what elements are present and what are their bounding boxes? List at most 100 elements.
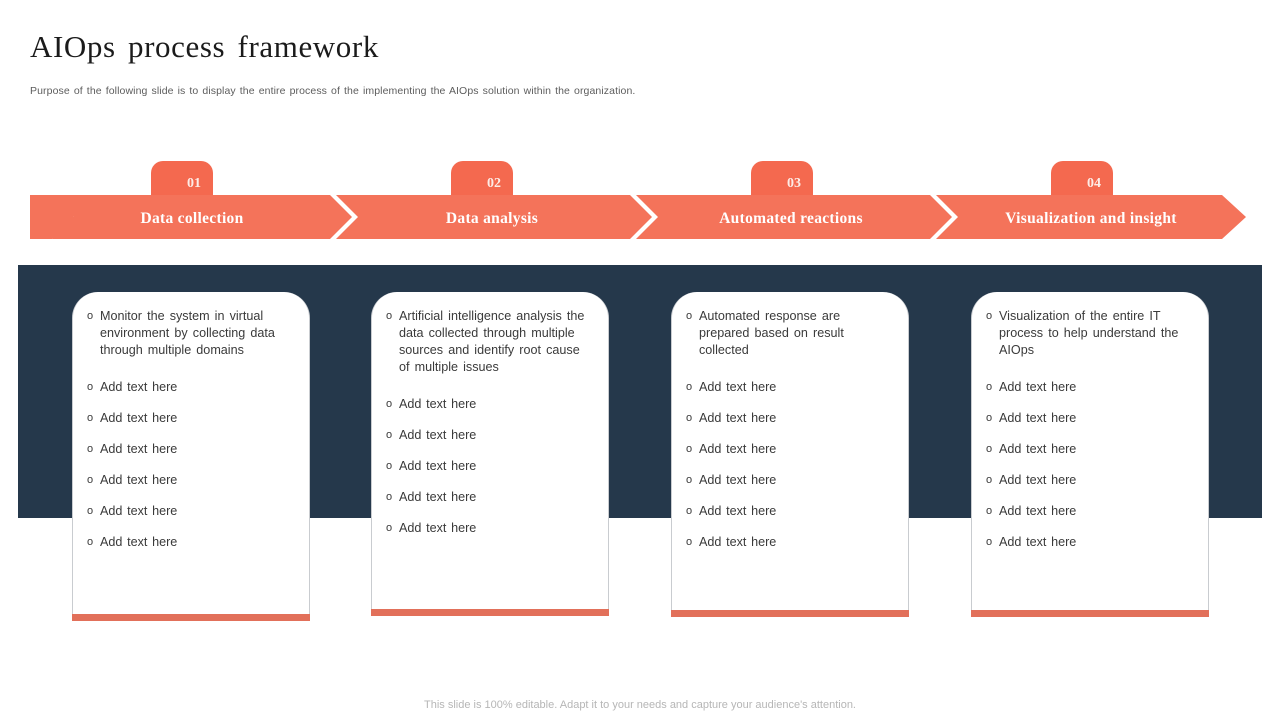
bullet-item: o Add text here xyxy=(87,441,295,458)
bullet-circle-icon: o xyxy=(386,491,393,503)
bullet-item: o Add text here xyxy=(686,441,894,458)
step-number-04: 04 xyxy=(1087,176,1101,191)
bullet-circle-icon: o xyxy=(686,443,693,455)
bullet-item: o Add text here xyxy=(386,489,594,506)
card-data-collection: o Monitor the system in virtual environme… xyxy=(72,292,310,621)
bullet-label: Artificial intelligence analysis the dat… xyxy=(399,309,585,374)
bullet-label: Add text here xyxy=(699,504,777,518)
bullet-circle-icon: o xyxy=(87,412,94,424)
bullet-circle-icon: o xyxy=(87,381,94,393)
bullet-item: o Add text here xyxy=(686,534,894,551)
card-content: o Automated response are prepared based o… xyxy=(672,292,908,551)
card-visualization-insight: o Visualization of the entire IT process … xyxy=(971,292,1209,617)
bullet-item: o Add text here xyxy=(87,410,295,427)
process-arrow-4 xyxy=(936,195,1246,239)
bullet-circle-icon: o xyxy=(386,522,393,534)
bullet-circle-icon: o xyxy=(686,474,693,486)
bullet-circle-icon: o xyxy=(386,429,393,441)
bullet-label: Add text here xyxy=(399,428,477,442)
bullet-item: o Add text here xyxy=(87,534,295,551)
bullet-label: Visualization of the entire IT process t… xyxy=(999,309,1179,357)
bullet-item: o Add text here xyxy=(986,534,1194,551)
card-data-analysis: o Artificial intelligence analysis the da… xyxy=(371,292,609,616)
bullet-circle-icon: o xyxy=(87,443,94,455)
bullet-label: Add text here xyxy=(100,473,178,487)
process-arrow-3 xyxy=(636,195,952,239)
bullet-circle-icon: o xyxy=(87,310,94,322)
bullet-circle-icon: o xyxy=(87,536,94,548)
bullet-label: Add text here xyxy=(100,380,178,394)
bullet-label: Add text here xyxy=(699,442,777,456)
step-tab-04 xyxy=(1051,161,1113,203)
bullet-circle-icon: o xyxy=(386,398,393,410)
bullet-item: o Add text here xyxy=(386,427,594,444)
bullet-item: o Add text here xyxy=(986,503,1194,520)
bullet-label: Add text here xyxy=(399,490,477,504)
bullet-item: o Add text here xyxy=(87,472,295,489)
step-tab-02 xyxy=(451,161,513,203)
bullet-circle-icon: o xyxy=(986,310,993,322)
bullet-circle-icon: o xyxy=(87,474,94,486)
process-arrow-2 xyxy=(336,195,652,239)
bullet-item: o Add text here xyxy=(386,396,594,413)
bullet-label: Add text here xyxy=(999,442,1077,456)
bullet-label: Add text here xyxy=(999,380,1077,394)
bullet-circle-icon: o xyxy=(686,536,693,548)
bullet-item: o Add text here xyxy=(87,379,295,396)
bullet-item: o Visualization of the entire IT process … xyxy=(986,308,1194,359)
bullet-circle-icon: o xyxy=(87,505,94,517)
step-label-visualization-and-insight: Visualization and insight xyxy=(1005,210,1177,227)
bullet-label: Add text here xyxy=(999,535,1077,549)
bullet-item: o Automated response are prepared based o… xyxy=(686,308,894,359)
card-content: o Monitor the system in virtual environme… xyxy=(73,292,309,551)
process-arrow-1 xyxy=(30,195,352,239)
step-number-03: 03 xyxy=(787,176,801,191)
bullet-label: Add text here xyxy=(999,504,1077,518)
bullet-item: o Add text here xyxy=(686,472,894,489)
page-subtitle: Purpose of the following slide is to dis… xyxy=(30,85,636,97)
bullet-circle-icon: o xyxy=(986,381,993,393)
bullet-circle-icon: o xyxy=(686,310,693,322)
bullet-item: o Add text here xyxy=(986,441,1194,458)
bullet-item: o Artificial intelligence analysis the da… xyxy=(386,308,594,376)
step-tab-01 xyxy=(151,161,213,203)
step-label-automated-reactions: Automated reactions xyxy=(719,210,863,227)
bullet-label: Monitor the system in virtual environmen… xyxy=(100,309,275,357)
bullet-label: Add text here xyxy=(699,411,777,425)
bullet-circle-icon: o xyxy=(986,505,993,517)
bullet-label: Add text here xyxy=(999,473,1077,487)
card-content: o Artificial intelligence analysis the da… xyxy=(372,292,608,537)
bullet-label: Add text here xyxy=(699,535,777,549)
bullet-label: Automated response are prepared based on… xyxy=(699,309,844,357)
bullet-item: o Add text here xyxy=(986,379,1194,396)
footer-note: This slide is 100% editable. Adapt it to… xyxy=(424,699,856,711)
step-label-data-collection: Data collection xyxy=(140,210,243,227)
bullet-label: Add text here xyxy=(699,473,777,487)
bullet-label: Add text here xyxy=(100,504,178,518)
bullet-label: Add text here xyxy=(100,442,178,456)
bullet-circle-icon: o xyxy=(386,310,393,322)
bullet-label: Add text here xyxy=(699,380,777,394)
process-banner: 01 02 03 04 Data collection Data analysi… xyxy=(0,155,1280,253)
bullet-label: Add text here xyxy=(399,397,477,411)
bullet-circle-icon: o xyxy=(986,443,993,455)
card-automated-reactions: o Automated response are prepared based o… xyxy=(671,292,909,617)
bullet-item: o Add text here xyxy=(87,503,295,520)
page-title: AIOps process framework xyxy=(30,29,379,64)
step-label-data-analysis: Data analysis xyxy=(446,210,538,227)
bullet-label: Add text here xyxy=(100,535,178,549)
step-tab-03 xyxy=(751,161,813,203)
bullet-label: Add text here xyxy=(999,411,1077,425)
step-number-01: 01 xyxy=(187,176,201,191)
bullet-label: Add text here xyxy=(100,411,178,425)
bullet-item: o Monitor the system in virtual environme… xyxy=(87,308,295,359)
bullet-circle-icon: o xyxy=(986,536,993,548)
card-content: o Visualization of the entire IT process … xyxy=(972,292,1208,551)
